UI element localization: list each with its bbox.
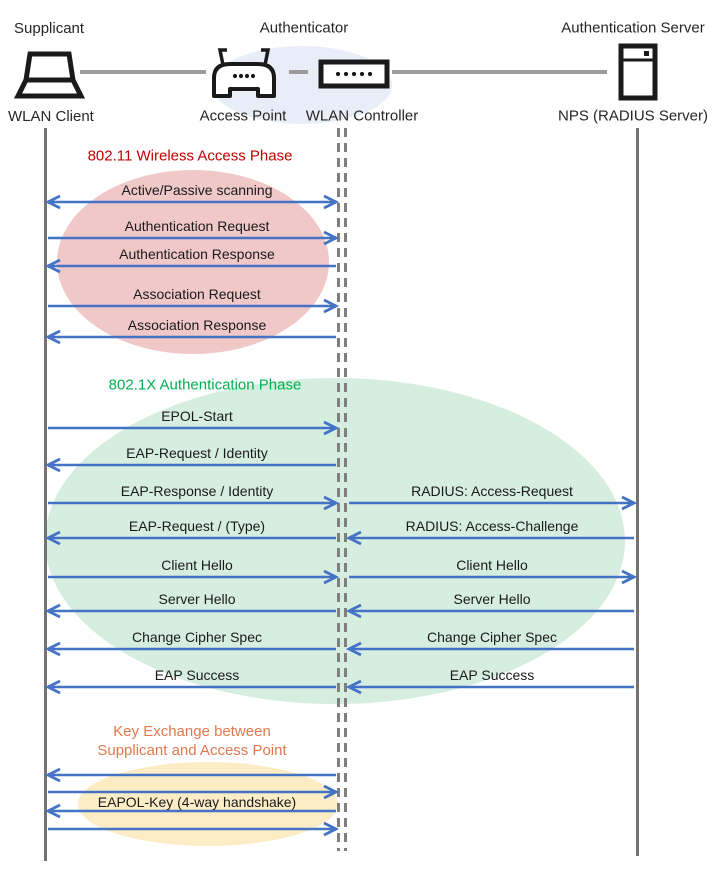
- message-label: Client Hello: [161, 557, 233, 573]
- message-label: EAP-Request / Identity: [126, 445, 268, 461]
- message-label: RADIUS: Access-Request: [411, 483, 573, 499]
- message-label: Association Response: [127, 317, 267, 333]
- lifeline-controller-dashed-right: [344, 128, 347, 851]
- arrowhead-icon: [44, 457, 61, 473]
- phase-title-key-exchange-line2: Supplicant and Access Point: [97, 742, 287, 759]
- access-point-icon: [212, 48, 276, 98]
- message-label: EAPOL-Key (4-way handshake): [97, 794, 297, 810]
- phase-title-key-exchange: Key Exchange between Supplicant and Acce…: [97, 722, 286, 760]
- arrowhead-icon: [44, 679, 61, 695]
- arrowhead-icon: [44, 329, 61, 345]
- phase-ellipse-80211: [57, 170, 329, 354]
- lifeline-controller-dashed-left: [337, 128, 340, 851]
- arrowhead-icon: [44, 641, 61, 657]
- message-label: Server Hello: [453, 591, 531, 607]
- message-label: EAP-Response / Identity: [120, 483, 274, 499]
- message-label: Server Hello: [158, 591, 236, 607]
- link-line: [289, 70, 308, 74]
- device-label-wlan-controller: WLAN Controller: [305, 107, 419, 125]
- role-label-supplicant: Supplicant: [14, 20, 85, 37]
- message-label: Association Request: [133, 286, 261, 302]
- message-label: Change Cipher Spec: [427, 629, 557, 645]
- message-label: Active/Passive scanning: [121, 182, 273, 198]
- message-label: EPOL-Start: [161, 408, 233, 424]
- lifeline-radius-server: [636, 128, 639, 856]
- arrowhead-icon: [621, 495, 638, 511]
- arrowhead-icon: [323, 194, 340, 210]
- phase-title-8021x: 802.1X Authentication Phase: [108, 376, 302, 394]
- lifeline-wlan-client: [44, 128, 47, 861]
- message-label: RADIUS: Access-Challenge: [405, 518, 579, 534]
- arrowhead-icon: [621, 569, 638, 585]
- arrowhead-icon: [44, 603, 61, 619]
- role-label-authenticator: Authenticator: [259, 19, 349, 37]
- device-label-nps: NPS (RADIUS Server): [557, 107, 709, 125]
- link-line: [392, 70, 607, 74]
- phase-title-80211: 802.11 Wireless Access Phase: [87, 147, 293, 165]
- message-label: EAP-Request / (Type): [128, 518, 266, 534]
- laptop-icon: [13, 51, 86, 99]
- message-label: Authentication Response: [119, 246, 275, 262]
- message-label: Authentication Request: [124, 218, 270, 234]
- message-label: EAP Success: [449, 667, 535, 683]
- arrowhead-icon: [44, 194, 61, 210]
- arrowhead-icon: [323, 821, 340, 837]
- arrowhead-icon: [44, 803, 61, 819]
- role-label-authentication-server: Authentication Server: [561, 19, 705, 37]
- message-label: Client Hello: [456, 557, 528, 573]
- link-line: [80, 70, 206, 74]
- phase-ellipse-8021x: [45, 378, 625, 704]
- device-label-access-point: Access Point: [199, 107, 287, 125]
- device-label-wlan-client: WLAN Client: [8, 108, 94, 125]
- server-icon: [618, 43, 658, 101]
- message-label: Change Cipher Spec: [132, 629, 262, 645]
- message-label: EAP Success: [154, 667, 240, 683]
- controller-icon: [318, 59, 390, 89]
- arrowhead-icon: [44, 767, 61, 783]
- arrowhead-icon: [323, 298, 340, 314]
- phase-title-key-exchange-line1: Key Exchange between: [113, 723, 271, 740]
